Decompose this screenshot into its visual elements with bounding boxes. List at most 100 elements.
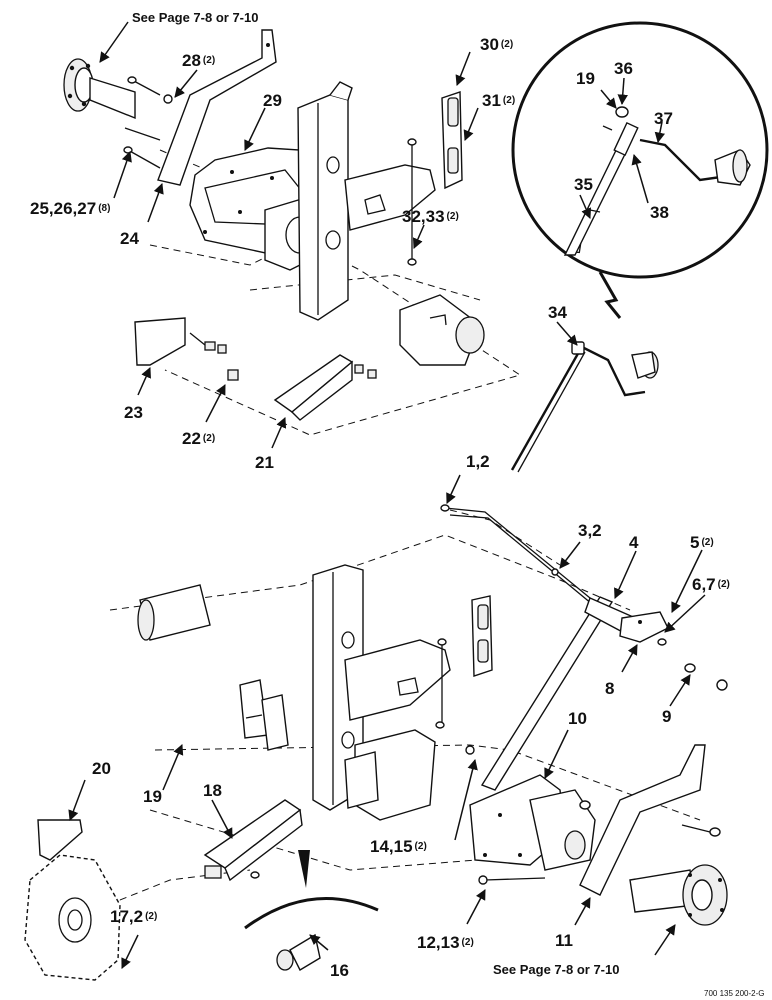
callout-35: 35 (574, 175, 593, 194)
callout-quantity: (2) (462, 937, 474, 948)
upper-assembly (63, 29, 522, 436)
wheel-hub-upper (63, 58, 136, 120)
callout-quantity: (2) (503, 95, 515, 106)
clamp-plates-lower (239, 679, 289, 751)
callout-number: 11 (555, 931, 573, 950)
doc-number: 700 135 200-2-G (704, 989, 765, 998)
callout-4: 4 (629, 533, 639, 552)
callout-30: 30(2) (480, 35, 513, 54)
detail-connector (598, 271, 622, 319)
bolt-28 (127, 76, 173, 104)
callout-24: 24 (120, 229, 139, 248)
callout-number: 19 (143, 787, 162, 806)
callout-number: 20 (92, 759, 111, 778)
callout-16: 16 (330, 961, 349, 980)
callout-31: 31(2) (482, 91, 515, 110)
wheel-hub-lower (629, 864, 728, 926)
callout-22: 22(2) (182, 429, 215, 448)
callouts: 28(2)2930(2)31(2)193637353825,26,27(8)24… (30, 35, 730, 980)
callout-number: 28 (182, 51, 201, 70)
callout-23: 23 (124, 403, 143, 422)
callout-quantity: (2) (447, 211, 459, 222)
callout-number: 32,33 (402, 207, 445, 226)
arm-4 (480, 596, 642, 791)
callout-quantity: (2) (501, 39, 513, 50)
bracket-23 (134, 317, 227, 366)
callout-12: 12,13(2) (417, 933, 474, 952)
side-bracket-lower (344, 639, 451, 721)
callout-quantity: (2) (203, 433, 215, 444)
callout-20: 20 (92, 759, 111, 778)
callout-number: 23 (124, 403, 143, 422)
detail-arc-16 (244, 850, 379, 971)
labels: See Page 7-8 or 7-10 See Page 7-8 or 7-1… (132, 10, 765, 998)
callout-10: 10 (568, 709, 587, 728)
callout-19b: 19 (143, 787, 162, 806)
callout-6: 6,7(2) (692, 575, 730, 594)
callout-number: 3,2 (578, 521, 602, 540)
callout-number: 29 (263, 91, 282, 110)
reference-note-top: See Page 7-8 or 7-10 (132, 10, 258, 25)
callout-number: 38 (650, 203, 669, 222)
callout-quantity: (2) (701, 537, 713, 548)
bracket-21 (273, 354, 377, 421)
callout-36: 36 (614, 59, 633, 78)
callout-3: 3,2 (578, 521, 602, 540)
bushing-plate-lower (471, 595, 493, 677)
callout-number: 36 (614, 59, 633, 78)
roller-lower-left (137, 584, 211, 641)
callout-number: 31 (482, 91, 501, 110)
lower-assembly (24, 504, 728, 981)
bracket-11 (579, 744, 721, 896)
callout-number: 10 (568, 709, 587, 728)
callout-8: 8 (605, 679, 614, 698)
callout-number: 14,15 (370, 837, 413, 856)
callout-number: 30 (480, 35, 499, 54)
callout-number: 37 (654, 109, 673, 128)
callout-number: 4 (629, 533, 639, 552)
callout-38: 38 (650, 203, 669, 222)
callout-number: 17,2 (110, 907, 143, 926)
callout-19a: 19 (576, 69, 595, 88)
callout-number: 5 (690, 533, 699, 552)
nut-22 (227, 369, 239, 381)
leader-arrows (68, 21, 706, 969)
bushing-plate-30 (441, 91, 463, 190)
wheel-plate-lower-left (24, 854, 121, 981)
callout-number: 8 (605, 679, 614, 698)
cross-tube-upper (399, 294, 485, 366)
callout-number: 12,13 (417, 933, 460, 952)
bolt-lower (435, 638, 447, 729)
bracket-20 (37, 819, 83, 861)
callout-17: 17,2(2) (110, 907, 157, 926)
callout-number: 22 (182, 429, 201, 448)
callout-5: 5(2) (690, 533, 714, 552)
crank-handle-34 (510, 341, 659, 473)
callout-29: 29 (263, 91, 282, 110)
callout-14: 14,15(2) (370, 837, 427, 856)
callout-32: 32,33(2) (402, 207, 459, 226)
callout-21: 21 (255, 453, 274, 472)
callout-number: 6,7 (692, 575, 716, 594)
bolt-12 (478, 875, 546, 885)
callout-quantity: (8) (98, 203, 110, 214)
arm-24 (157, 29, 277, 186)
callout-number: 16 (330, 961, 349, 980)
callout-quantity: (2) (145, 911, 157, 922)
callout-number: 34 (548, 303, 567, 322)
callout-number: 1,2 (466, 452, 490, 471)
frame-post-upper (297, 81, 353, 321)
callout-1: 1,2 (466, 452, 490, 471)
callout-quantity: (2) (415, 841, 427, 852)
callout-number: 24 (120, 229, 139, 248)
callout-number: 18 (203, 781, 222, 800)
callout-number: 21 (255, 453, 274, 472)
callout-28: 28(2) (182, 51, 215, 70)
bolt-32 (407, 138, 417, 266)
callout-number: 25,26,27 (30, 199, 96, 218)
callout-quantity: (2) (718, 579, 730, 590)
callout-25: 25,26,27(8) (30, 199, 110, 218)
callout-number: 9 (662, 707, 671, 726)
callout-37: 37 (654, 109, 673, 128)
